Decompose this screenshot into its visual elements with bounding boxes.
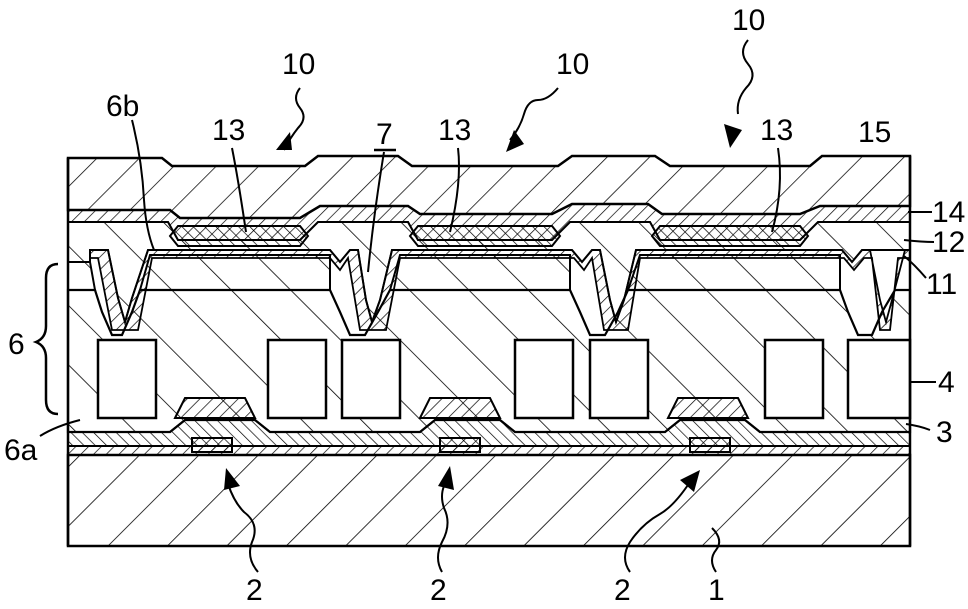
arrowhead-10-c	[724, 124, 742, 148]
label-2-a: 2	[246, 574, 263, 604]
block-4-7	[848, 340, 910, 418]
arrowhead-10-a	[276, 132, 292, 150]
block-4-2	[268, 340, 326, 418]
element-2-a	[192, 438, 232, 452]
label-4: 4	[938, 366, 955, 399]
label-10-b: 10	[556, 48, 589, 81]
tft-cap-a	[175, 398, 255, 418]
brace-6	[36, 264, 58, 414]
label-6a: 6a	[4, 434, 38, 467]
arrow-10-c	[738, 40, 753, 114]
block-4-5	[590, 340, 648, 418]
label-7: 7	[376, 118, 393, 151]
leader-11	[904, 256, 926, 278]
label-2-c: 2	[614, 574, 631, 604]
label-6b: 6b	[106, 90, 139, 123]
layer-15	[68, 156, 910, 218]
label-10-c: 10	[732, 4, 765, 37]
arrow-10-b	[510, 88, 558, 140]
tft-cap-c	[668, 398, 748, 418]
label-13-a: 13	[212, 114, 245, 147]
label-3: 3	[936, 416, 953, 449]
tft-cap-b	[420, 398, 500, 418]
label-11: 11	[926, 268, 957, 301]
label-13-c: 13	[760, 114, 793, 147]
arrowhead-10-b	[506, 130, 524, 152]
label-2-b: 2	[430, 574, 447, 604]
label-1: 1	[708, 574, 725, 604]
substrate-1	[68, 455, 910, 546]
layer-6b	[68, 255, 840, 290]
block-4-3	[342, 340, 400, 418]
label-10-a: 10	[282, 48, 315, 81]
label-13-b: 13	[438, 114, 471, 147]
block-4-4	[515, 340, 573, 418]
label-14: 14	[932, 196, 965, 229]
label-12: 12	[932, 226, 965, 259]
label-6: 6	[8, 328, 25, 361]
element-2-c	[690, 438, 730, 452]
block-4-1	[98, 340, 156, 418]
label-15: 15	[858, 116, 891, 149]
block-4-6	[765, 340, 823, 418]
element-2-b	[440, 438, 480, 452]
